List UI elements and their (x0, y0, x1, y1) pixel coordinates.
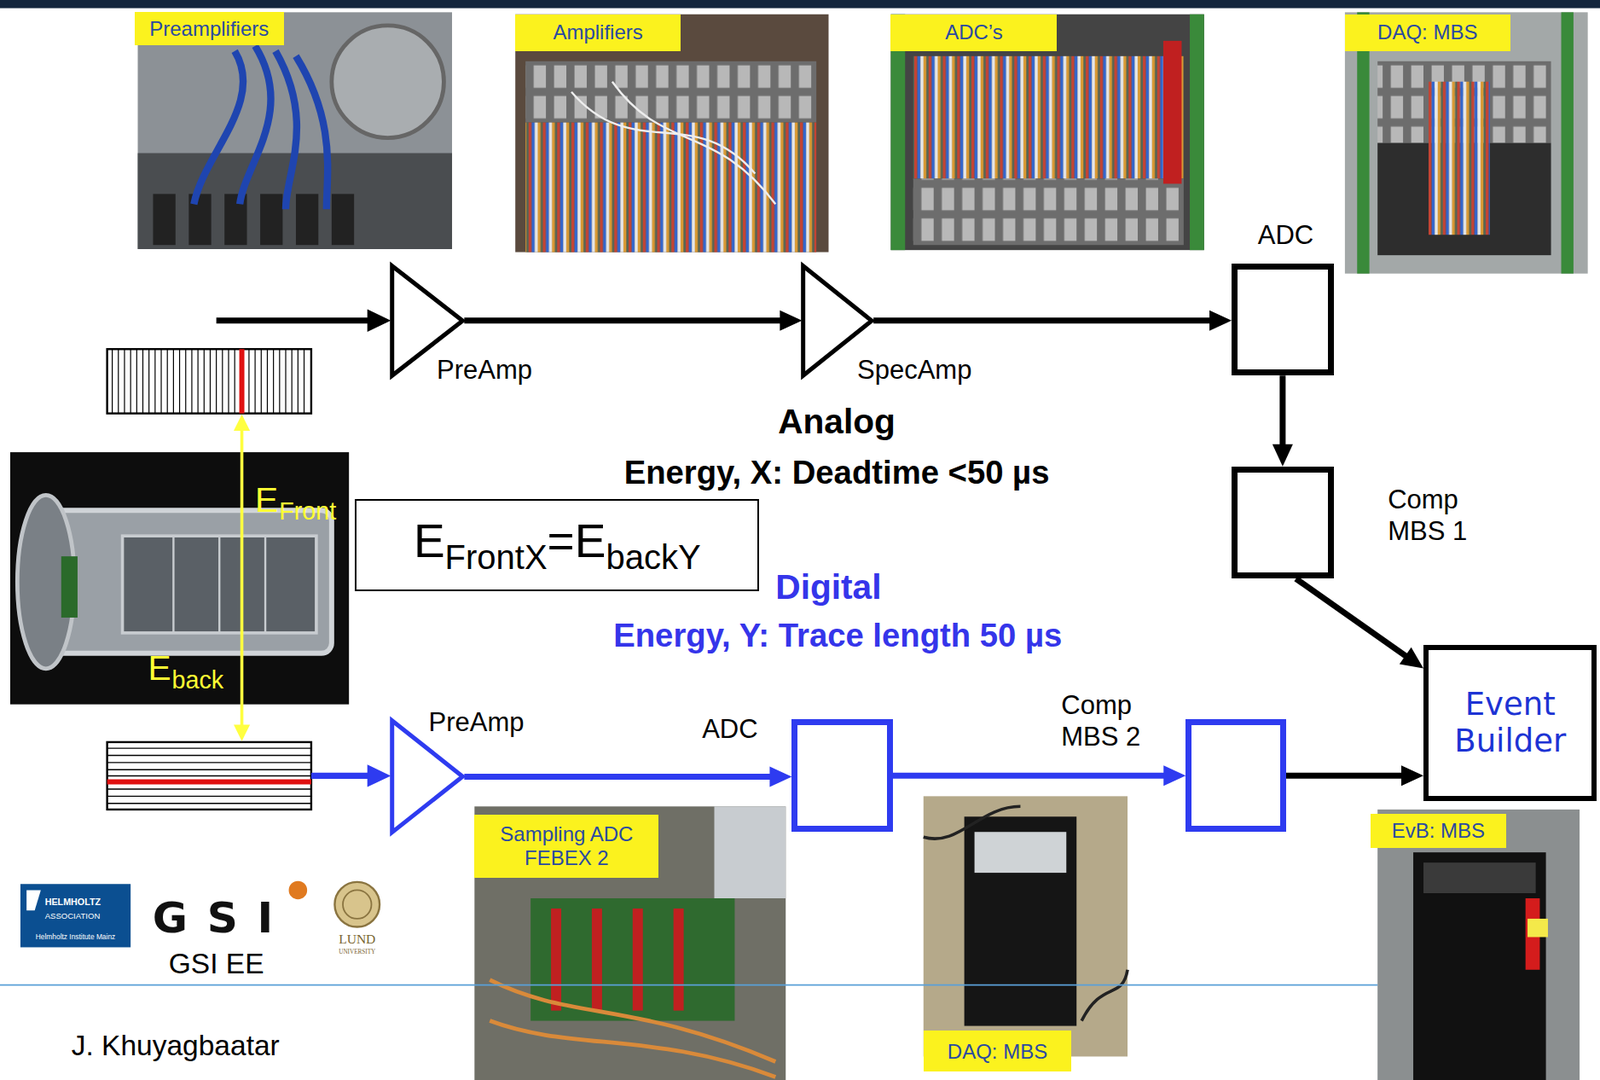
photo-tag: Amplifiers (515, 14, 681, 52)
equation-text: EFrontX=EbackY (413, 512, 702, 578)
connector-line (463, 317, 783, 324)
analog-input-wire (216, 309, 392, 332)
photo-tag-text: ADC’s (944, 20, 1003, 45)
arrow-head (779, 310, 802, 331)
photo-tag: DAQ: MBS (1344, 14, 1511, 52)
event-builder-box: Event Builder (1423, 644, 1597, 801)
connector-line (1279, 375, 1286, 448)
arrow-head (1401, 765, 1424, 786)
logo-text: HELMHOLTZ (45, 896, 101, 907)
signal-subscript: Front (278, 497, 337, 526)
equation-box: EFrontX=EbackY (354, 498, 760, 592)
photo-tag: Preamplifiers (134, 11, 285, 45)
signal-name: E (147, 648, 171, 689)
equation-part: FrontX (445, 538, 548, 576)
photo-tag-text: Sampling ADC FEBEX 2 (481, 822, 652, 870)
daq-photo (1344, 11, 1589, 273)
logo-text: UNIVERSITY (338, 948, 376, 956)
adc-photo (890, 14, 1204, 250)
connector (1295, 578, 1424, 668)
coincidence-arrow (233, 414, 250, 742)
detector-photo (10, 452, 349, 705)
preamplifier-photo (138, 11, 453, 250)
section-title: Analog (777, 401, 896, 442)
photo-tag-text: Preamplifiers (149, 17, 269, 41)
block-label: ADC (701, 713, 758, 745)
connector (892, 765, 1186, 786)
triangle-shape (392, 720, 464, 833)
logo-text: Helmholtz Institute Mainz (35, 933, 116, 942)
photo-tag: EvB: MBS (1370, 813, 1507, 849)
connector (1286, 765, 1425, 786)
connector (463, 765, 792, 787)
logo-text: ASSOCIATION (45, 910, 101, 921)
equation-part: E (413, 514, 446, 568)
footer-line (0, 984, 1378, 986)
arrow-head (1399, 647, 1424, 669)
photo-tag: Sampling ADC FEBEX 2 (474, 814, 659, 878)
connector (1272, 375, 1293, 467)
photo-tag-text: DAQ: MBS (947, 1039, 1048, 1064)
block-label: SpecAmp (857, 353, 972, 386)
node-title: Event Builder (1437, 686, 1583, 760)
block-label: Comp MBS 1 (1387, 483, 1490, 547)
daq-pc-photo (923, 795, 1128, 1056)
group-name: GSI EE (168, 947, 265, 981)
adc-block: ADC (1231, 263, 1334, 377)
event-builder-pc-photo (1377, 809, 1580, 1080)
logo-text: LUND (338, 931, 376, 947)
arrow-head (769, 765, 792, 787)
photo-tag: ADC’s (890, 14, 1057, 52)
photo-tag: DAQ: MBS (923, 1030, 1072, 1072)
section-title: Digital (775, 567, 882, 608)
amplifier-photo (515, 14, 829, 253)
preamp-symbol: PreAmp (390, 718, 464, 835)
block-label: PreAmp (436, 353, 533, 386)
block-label: Comp MBS 2 (1060, 689, 1164, 753)
block-label: ADC (1257, 219, 1314, 251)
logo-text: GSI (152, 892, 293, 943)
equation-part: E (574, 514, 607, 568)
sampling-adc-block: ADC (791, 718, 893, 832)
digital-input-wire (311, 764, 391, 787)
amplifier-symbol: SpecAmp (801, 263, 874, 378)
connector-line (1295, 578, 1409, 658)
arrow-head (1272, 444, 1293, 467)
photo-tag-text: EvB: MBS (1391, 818, 1485, 843)
connector-line (873, 317, 1213, 324)
connector-line (463, 773, 773, 780)
computer-block: Comp MBS 1 (1231, 466, 1334, 580)
block-label: PreAmp (428, 706, 525, 738)
connector-line (1286, 772, 1406, 779)
equation-part: = (547, 514, 575, 568)
section-note: Energy, X: Deadtime <50 µs (624, 453, 1050, 492)
photo-tag-text: DAQ: MBS (1377, 20, 1478, 45)
connector (463, 310, 802, 331)
lund-seal (334, 881, 380, 928)
signal-name: E (255, 480, 279, 521)
front-strip-detector (107, 348, 312, 413)
equation-part: backY (605, 538, 701, 576)
arrow-head (1163, 765, 1186, 786)
preamp-symbol: PreAmp (390, 263, 464, 378)
back-strip-detector (107, 742, 312, 810)
helmholtz-logo (20, 883, 131, 947)
arrow-head (1209, 310, 1232, 331)
photo-tag-text: Amplifiers (552, 20, 643, 45)
computer-block: Comp MBS 2 (1185, 718, 1286, 832)
sampling-adc-photo (474, 805, 786, 1080)
connector (873, 310, 1232, 331)
author-name: J. Khuyagbaatar (71, 1029, 280, 1063)
top-bar (0, 0, 1600, 9)
section-note: Energy, Y: Trace length 50 µs (613, 616, 1062, 655)
signal-subscript: back (172, 666, 225, 695)
connector-line (892, 772, 1167, 779)
